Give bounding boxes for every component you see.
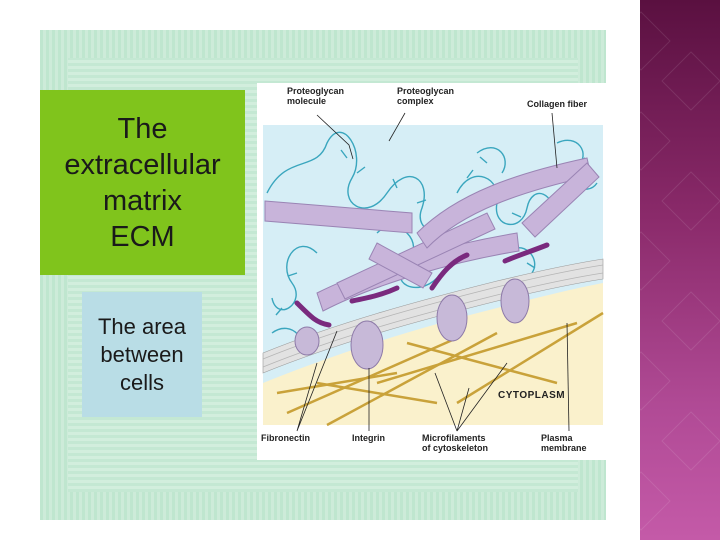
pattern-diamond xyxy=(640,351,671,411)
pattern-diamond xyxy=(661,171,720,231)
pattern-diamond xyxy=(661,51,720,111)
subtitle-line-3: cells xyxy=(119,369,164,395)
label-microfilaments: Microfilaments of cytoskeleton xyxy=(422,433,489,453)
decorative-side-panel xyxy=(640,0,720,540)
leader-lines xyxy=(296,112,570,432)
pattern-diamond xyxy=(661,411,720,471)
slide: The extracellular matrix ECM The area be… xyxy=(40,30,608,520)
pattern-diamond xyxy=(640,11,671,71)
label-proteoglycan-complex: Proteoglycan complex xyxy=(397,86,455,106)
pattern-diamond xyxy=(640,231,671,291)
pattern-diamond xyxy=(640,111,671,171)
pattern-diamond xyxy=(640,471,671,531)
title-line-4: ECM xyxy=(110,220,175,253)
title-line-2: extracellular xyxy=(64,148,221,181)
label-plasma-membrane: Plasma membrane xyxy=(541,433,587,453)
subtitle-line-1: The area xyxy=(97,313,187,339)
label-fibronectin: Fibronectin xyxy=(261,433,310,443)
subtitle-box: The area between cells xyxy=(82,292,202,417)
title-line-3: matrix xyxy=(103,184,182,217)
subtitle-line-2: between xyxy=(100,341,184,367)
label-cytoplasm: CYTOPLASM xyxy=(498,390,566,401)
label-integrin: Integrin xyxy=(352,433,385,443)
collagen-fibers xyxy=(264,157,600,312)
title-line-1: The xyxy=(117,112,168,145)
pattern-diamond xyxy=(661,291,720,351)
ecm-illustration xyxy=(262,112,604,432)
microfilaments xyxy=(276,311,604,427)
label-proteoglycan-molecule: Proteoglycan molecule xyxy=(287,86,345,106)
membrane-lines xyxy=(262,264,604,368)
integrin-proteins xyxy=(294,278,530,370)
title-box: The extracellular matrix ECM xyxy=(40,90,245,275)
label-collagen-fiber: Collagen fiber xyxy=(527,99,588,109)
fibronectin-proteins xyxy=(294,242,550,328)
ecm-diagram: Proteoglycan molecule Proteoglycan compl… xyxy=(257,83,608,460)
